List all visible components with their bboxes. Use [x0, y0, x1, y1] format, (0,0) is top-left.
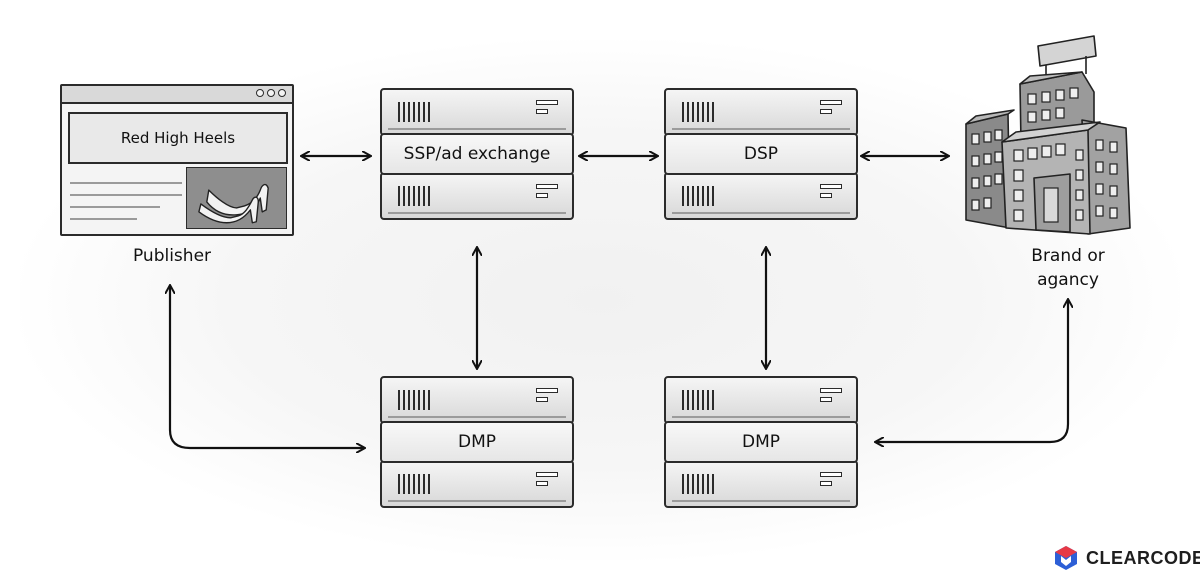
server-unit	[380, 88, 574, 136]
clearcode-logo[interactable]: CLEARCODE	[1052, 544, 1200, 572]
publisher-label: Publisher	[132, 246, 212, 266]
server-unit	[380, 172, 574, 220]
dsp-label: DSP	[664, 133, 858, 175]
browser-title-bar	[62, 86, 292, 104]
publisher-browser-window: Red High Heels	[60, 84, 294, 236]
window-dot-icon	[256, 89, 264, 97]
window-dot-icon	[278, 89, 286, 97]
brand-label-line2: agancy	[1037, 270, 1099, 290]
ssp-server-stack: SSP/ad exchange	[380, 88, 574, 220]
server-unit	[664, 460, 858, 508]
ad-headline: Red High Heels	[68, 112, 288, 164]
server-unit	[380, 376, 574, 424]
dmp-left-server-stack: DMP	[380, 376, 574, 508]
dmp-right-label: DMP	[664, 421, 858, 463]
shoe-image	[186, 167, 287, 229]
window-control-dots	[256, 89, 286, 97]
arrow-dmp-brand	[876, 300, 1068, 442]
server-unit	[664, 172, 858, 220]
text-placeholder-lines	[70, 182, 182, 230]
logo-text: CLEARCODE	[1086, 547, 1200, 568]
window-dot-icon	[267, 89, 275, 97]
arrow-publisher-dmp	[170, 286, 364, 448]
server-unit	[380, 460, 574, 508]
brand-agency-label: Brand or agancy	[1008, 244, 1128, 292]
server-unit	[664, 88, 858, 136]
server-unit	[664, 376, 858, 424]
dmp-right-server-stack: DMP	[664, 376, 858, 508]
ssp-label: SSP/ad exchange	[380, 133, 574, 175]
brand-label-line1: Brand or	[1031, 246, 1105, 266]
dmp-left-label: DMP	[380, 421, 574, 463]
office-building-icon	[962, 32, 1134, 238]
clearcode-logo-mark	[1055, 546, 1077, 570]
dsp-server-stack: DSP	[664, 88, 858, 220]
